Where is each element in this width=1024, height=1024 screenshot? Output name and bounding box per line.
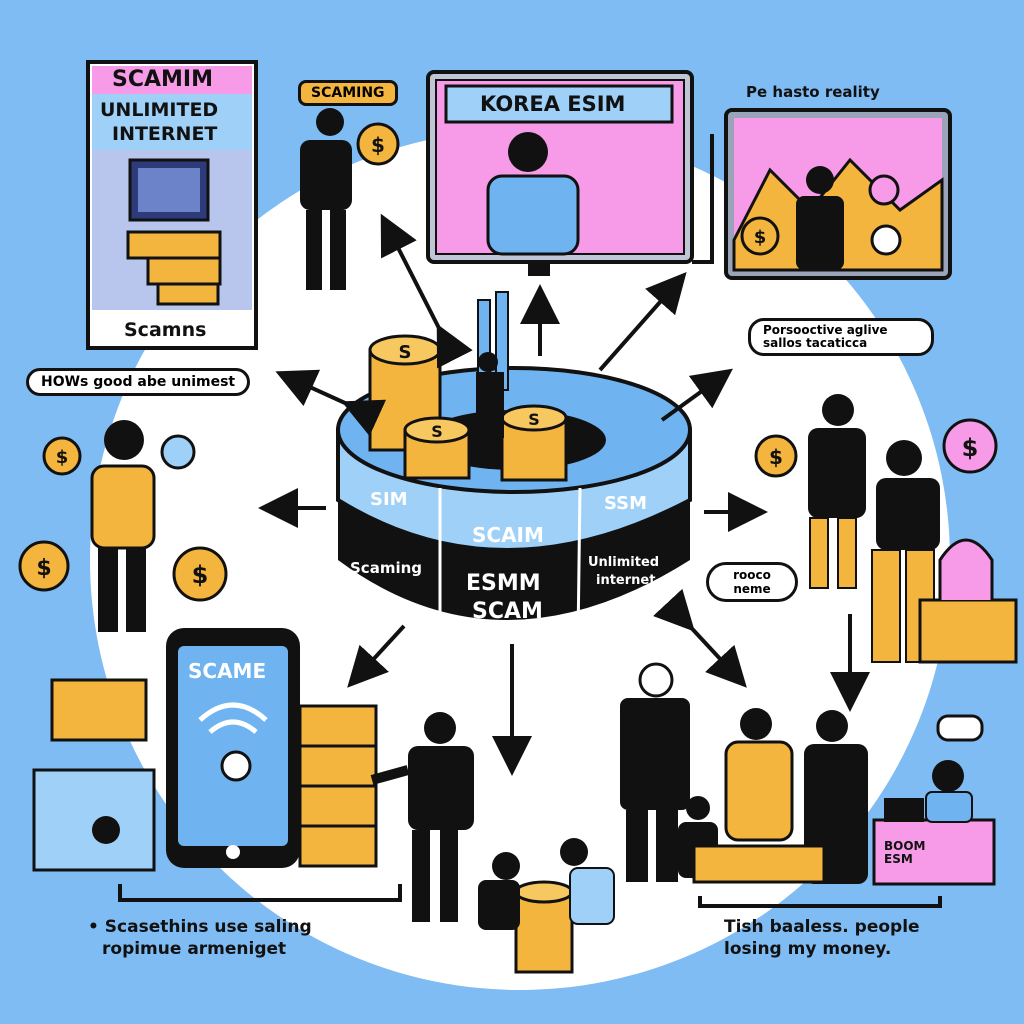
person-left-orange xyxy=(90,420,196,632)
coin-stack-middle: S xyxy=(403,416,471,480)
coin-stack-right: S xyxy=(500,404,568,482)
svg-text:$: $ xyxy=(36,556,51,581)
scamim-panel-line2: INTERNET xyxy=(112,123,218,145)
caption-bottom-right-line2: losing my money. xyxy=(724,939,892,959)
scamim-panel-title: SCAMIM xyxy=(112,67,213,92)
caption-bottom-right-line1: Tish baaless. people xyxy=(724,917,920,937)
arrow-hub-to-persuasive xyxy=(660,368,733,422)
rooce-bubble: rooco neme xyxy=(706,562,798,602)
korea-esim-monitor xyxy=(426,70,694,276)
scamim-panel-line1: UNLIMITED xyxy=(100,99,219,121)
arrow-hub-to-phone xyxy=(347,624,406,688)
svg-text:$: $ xyxy=(192,561,209,589)
hub-label-ssm: SSM xyxy=(604,493,648,514)
caption-bottom-left-line2: ropimue armeniget xyxy=(102,939,287,959)
svg-text:$: $ xyxy=(56,447,69,468)
svg-text:$: $ xyxy=(962,434,979,462)
svg-text:$: $ xyxy=(769,445,783,469)
arrow-hub-to-reality xyxy=(598,272,687,372)
svg-text:$: $ xyxy=(754,227,767,248)
hub-label-internet: internet xyxy=(596,573,656,588)
money-bags-left: $ $ $ xyxy=(18,436,228,602)
flow-arrows xyxy=(118,134,942,908)
people-bottom-right xyxy=(620,662,868,884)
arrow-hub-to-top-person xyxy=(380,213,473,369)
hub-label-sim: SIM xyxy=(370,489,408,510)
phone-screen-title: SCAME xyxy=(188,659,267,683)
person-bottom-center xyxy=(370,712,474,922)
key-icon xyxy=(220,750,252,782)
desk-sign: BOOM ESM xyxy=(884,839,926,867)
hub-label-esmm: ESMM xyxy=(466,571,541,596)
connector-bottom-left xyxy=(118,884,402,902)
scamim-panel-footer: Scamns xyxy=(124,319,207,341)
smartphone xyxy=(166,628,300,868)
arrow-panel-to-hub xyxy=(275,369,387,437)
arrow-hub-to-bottom-right xyxy=(653,588,747,688)
connector-monitor-to-reality xyxy=(692,134,714,264)
antenna-figure xyxy=(476,291,509,438)
svg-text:S: S xyxy=(431,422,443,441)
svg-text:$: $ xyxy=(371,133,385,157)
scamim-panel xyxy=(86,60,258,350)
persons-right-group: $ $ xyxy=(754,394,1018,664)
hub-label-scaim: SCAIM xyxy=(472,523,544,547)
korea-esim-title: KOREA ESIM xyxy=(480,92,626,116)
reality-panel: $ xyxy=(724,108,952,280)
boxes-bottom-left xyxy=(32,678,378,872)
hub-label-unlimited: Unlimited xyxy=(588,555,660,570)
persuasive-bubble: Porsooctive aglive sallos tacaticca xyxy=(748,318,934,357)
hub-label-scam: SCAM xyxy=(472,599,543,624)
reality-caption: Pe hasto reality xyxy=(746,83,880,101)
seated-people-coins xyxy=(478,838,615,974)
connector-bottom-right xyxy=(698,896,942,908)
scaming-tag: SCAMING xyxy=(298,80,398,106)
caption-bottom-left-line1: • Scasethins use saling xyxy=(88,917,312,937)
hows-good-bubble: HOWs good abe unimest xyxy=(26,368,251,396)
svg-text:S: S xyxy=(528,410,540,429)
hub-label-scaming: Scaming xyxy=(350,559,423,577)
scammer-figure-top: $ xyxy=(300,108,400,290)
svg-text:S: S xyxy=(399,342,412,363)
booth-desk xyxy=(872,714,996,886)
money-bag-icon xyxy=(356,122,400,166)
